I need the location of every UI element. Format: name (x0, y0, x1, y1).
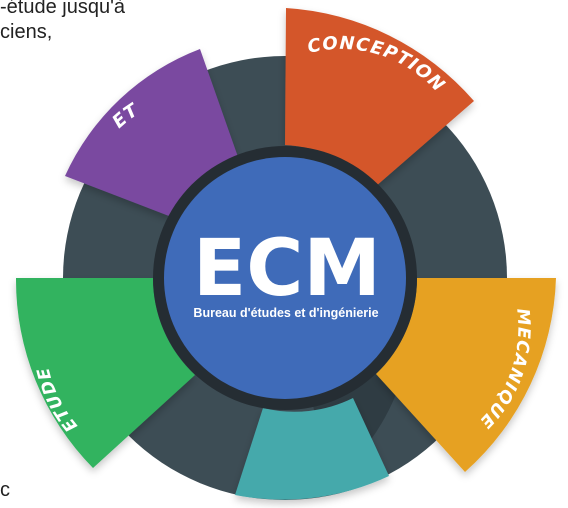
segment-et[interactable] (65, 49, 238, 216)
background-text-line-2: ciens, (0, 21, 53, 43)
background-text-line-1: -étude jusqu'à (0, 0, 126, 18)
segment-teal[interactable] (235, 398, 389, 500)
segment-etude[interactable] (15, 278, 195, 468)
logo-subtitle: Bureau d'études et d'ingénierie (193, 306, 378, 320)
segment-mecanique[interactable] (376, 278, 556, 472)
logo-title: ECM (193, 224, 381, 314)
center-circle (164, 157, 406, 399)
segment-conception[interactable] (285, 8, 474, 187)
background-text-line-3: c (0, 479, 10, 501)
